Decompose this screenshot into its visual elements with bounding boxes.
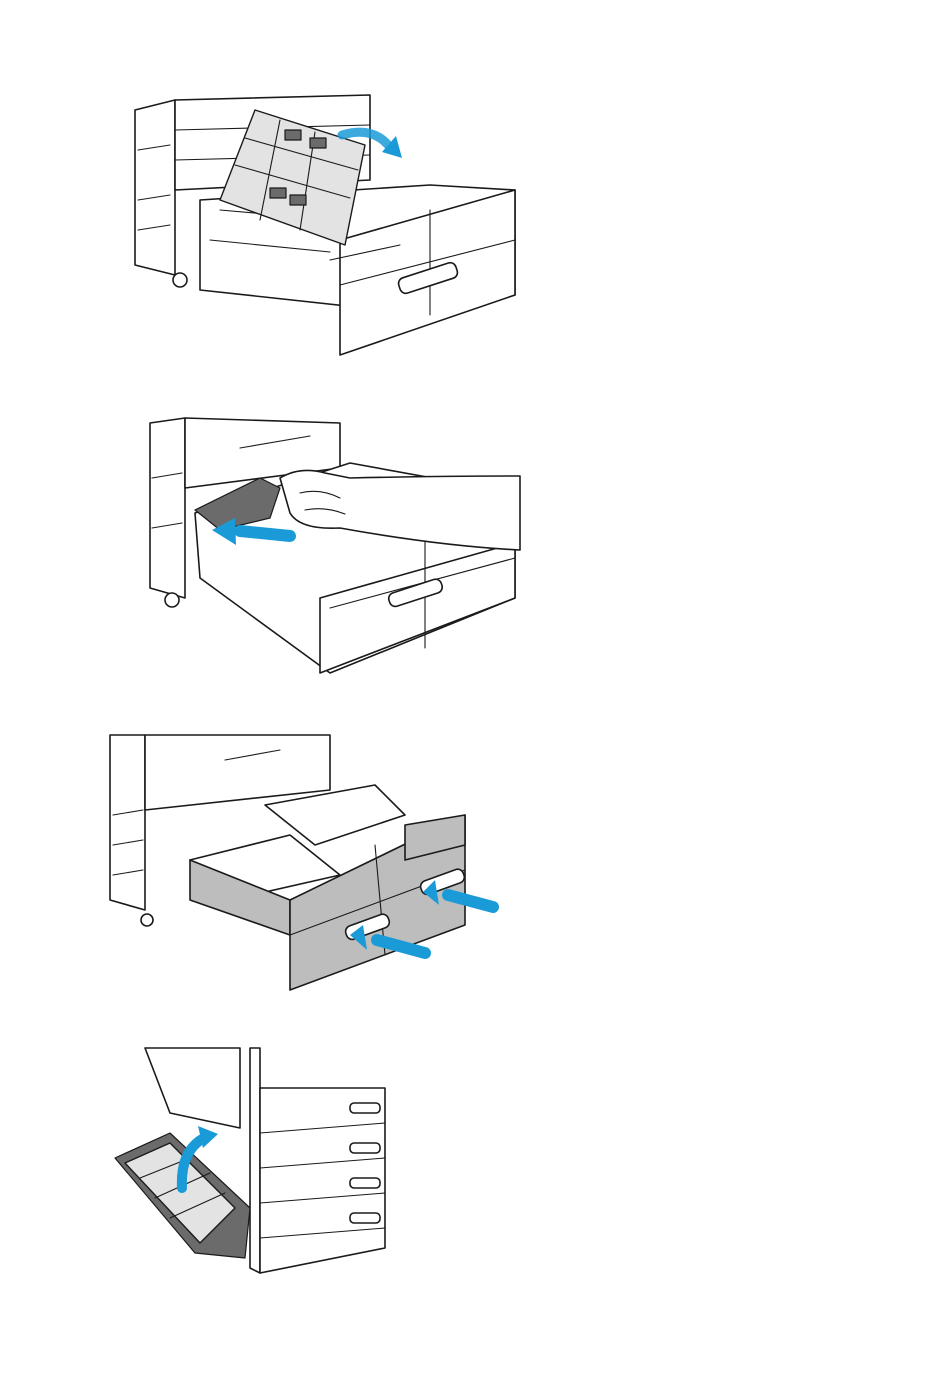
printer-tray-push-drawing — [105, 735, 505, 995]
printer-side-door-drawing — [110, 1048, 390, 1278]
printer-guide-hand-drawing — [140, 418, 525, 678]
printer-tray-cover-drawing — [130, 90, 530, 360]
illustration-open-tray-cover — [130, 90, 530, 360]
illustration-close-tray — [105, 735, 505, 995]
illustration-adjust-guide — [140, 418, 525, 678]
illustration-close-door — [110, 1048, 390, 1278]
